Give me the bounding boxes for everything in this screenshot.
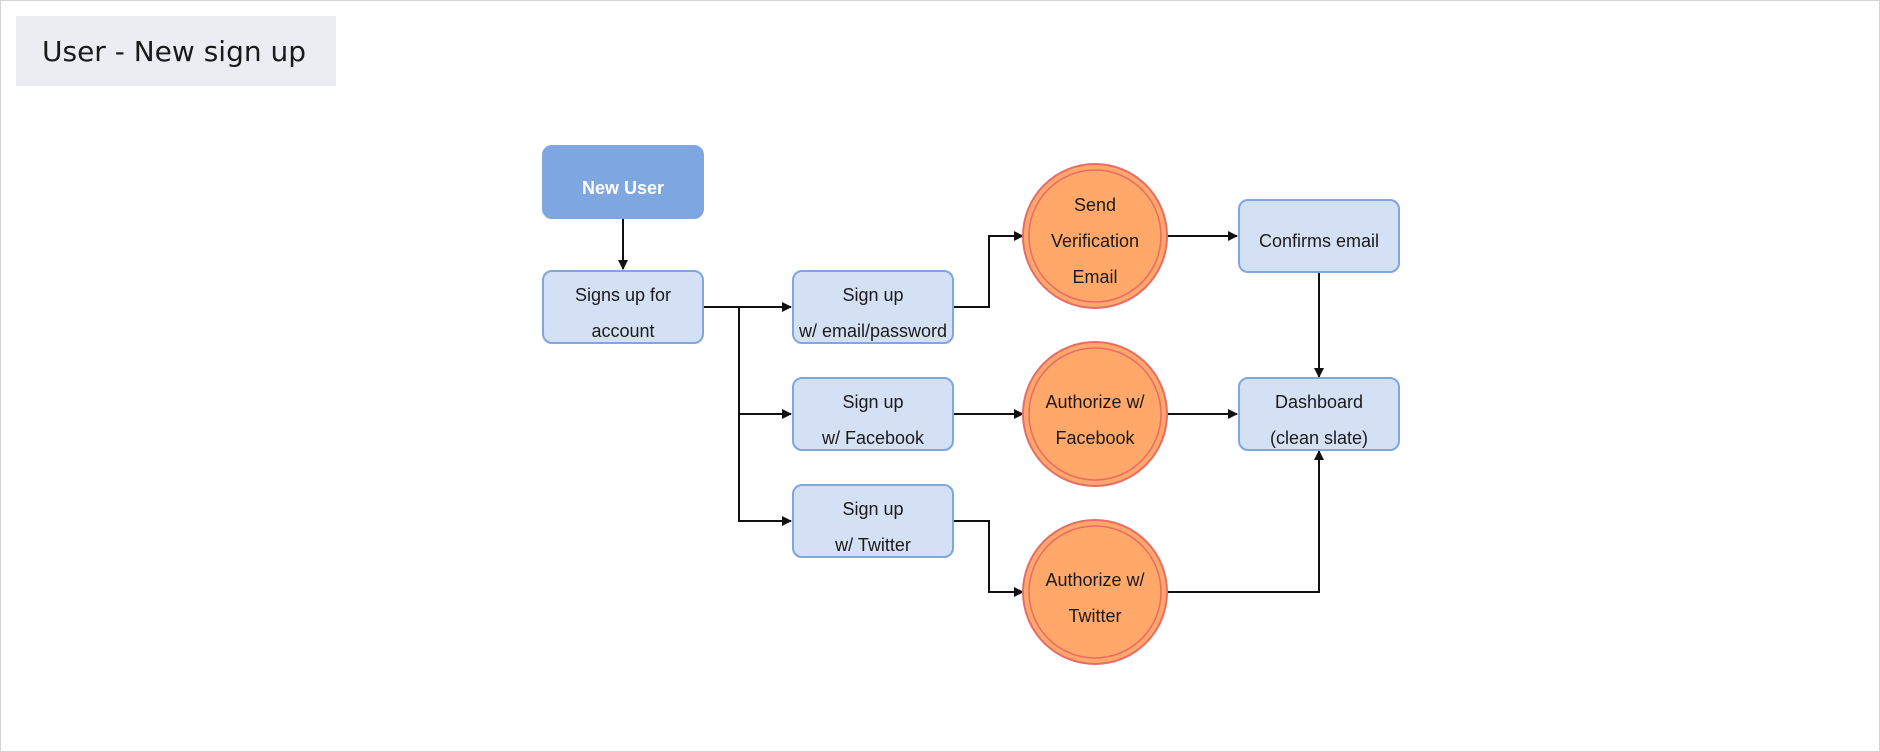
node-authorize-facebook-line-2: Facebook bbox=[1055, 428, 1135, 448]
node-dashboard-line-2: (clean slate) bbox=[1270, 428, 1368, 448]
node-sign-up-twitter: Sign up w/ Twitter bbox=[792, 484, 954, 558]
node-facebook-line-2: w/ Facebook bbox=[821, 428, 925, 448]
node-confirms-email-label: Confirms email bbox=[1259, 231, 1379, 251]
node-sign-up-facebook: Sign up w/ Facebook bbox=[792, 377, 954, 451]
node-authorize-twitter-line-1: Authorize w/ bbox=[1045, 570, 1144, 590]
node-signs-up-line-2: account bbox=[591, 321, 654, 341]
node-authorize-facebook-line-1: Authorize w/ bbox=[1045, 392, 1144, 412]
node-twitter-line-1: Sign up bbox=[842, 499, 903, 519]
node-confirms-email: Confirms email bbox=[1238, 199, 1400, 273]
node-email-line-1: Sign up bbox=[842, 285, 903, 305]
node-email-line-2: w/ email/password bbox=[798, 321, 947, 341]
edge-twitter-to-authorize-twitter bbox=[953, 520, 1024, 597]
node-send-verification-line-1: Send bbox=[1074, 195, 1116, 215]
node-signs-up-line-1: Signs up for bbox=[575, 285, 671, 305]
node-authorize-twitter: Authorize w/ Twitter bbox=[1022, 519, 1168, 665]
node-send-verification-email: Send Verification Email bbox=[1022, 163, 1168, 309]
node-dashboard: Dashboard (clean slate) bbox=[1238, 377, 1400, 451]
node-sign-up-email: Sign up w/ email/password bbox=[792, 270, 954, 344]
edges bbox=[618, 218, 1324, 597]
node-dashboard-line-1: Dashboard bbox=[1275, 392, 1363, 412]
node-twitter-line-2: w/ Twitter bbox=[834, 535, 911, 555]
node-new-user-label: New User bbox=[582, 178, 664, 198]
node-new-user: New User bbox=[542, 145, 704, 219]
edge-authorize-twitter-to-dashboard bbox=[1167, 450, 1324, 593]
node-authorize-twitter-line-2: Twitter bbox=[1068, 606, 1121, 626]
edge-email-to-send-verification bbox=[953, 231, 1024, 308]
node-send-verification-line-2: Verification bbox=[1051, 231, 1139, 251]
edge-signs-up-to-facebook bbox=[738, 307, 792, 419]
node-authorize-facebook: Authorize w/ Facebook bbox=[1022, 341, 1168, 487]
node-signs-up-for-account: Signs up for account bbox=[542, 270, 704, 344]
node-facebook-line-1: Sign up bbox=[842, 392, 903, 412]
node-send-verification-line-3: Email bbox=[1072, 267, 1117, 287]
diagram-title-text: User - New sign up bbox=[42, 34, 307, 68]
edge-signs-up-to-twitter bbox=[738, 414, 792, 526]
diagram-title: User - New sign up bbox=[16, 16, 336, 86]
